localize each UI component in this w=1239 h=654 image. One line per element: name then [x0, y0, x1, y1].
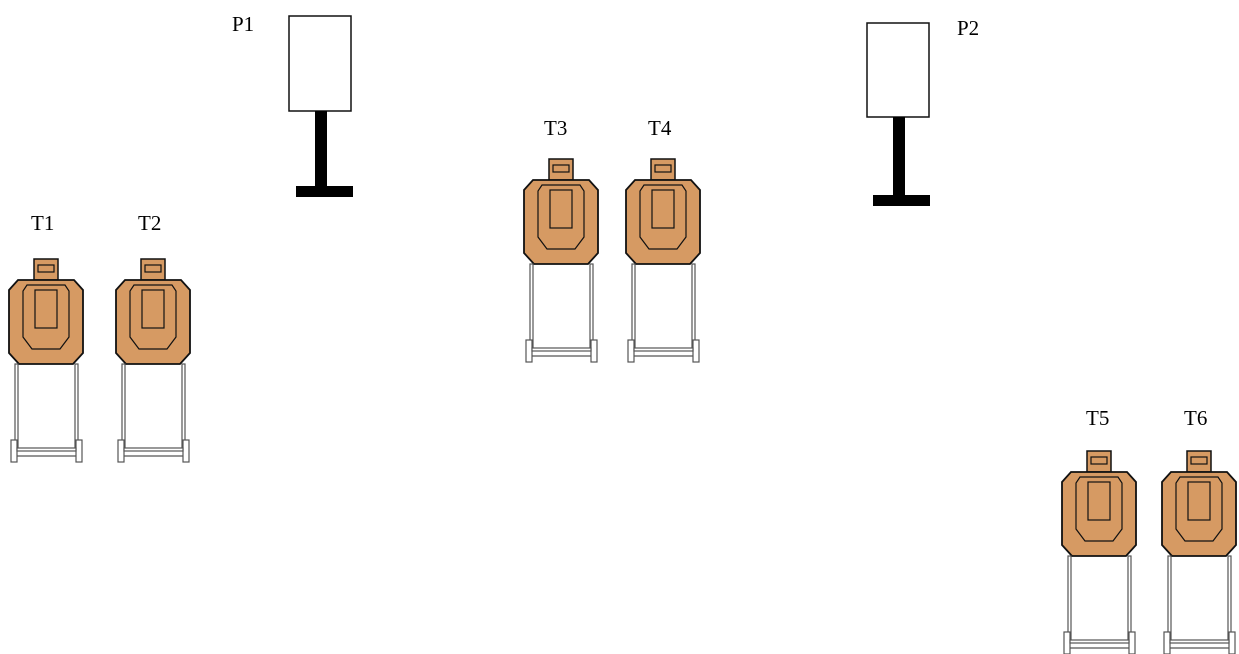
target-t3	[523, 158, 599, 363]
label-p2: P2	[957, 16, 980, 40]
popper-post	[315, 111, 327, 187]
target-t5	[1061, 450, 1137, 654]
target-t6	[1161, 450, 1237, 654]
target-t1	[8, 258, 84, 463]
popper-base	[873, 195, 930, 206]
popper-plate	[288, 15, 352, 112]
label-t1: T1	[31, 211, 55, 235]
label-p1: P1	[232, 12, 255, 36]
label-t3: T3	[544, 116, 568, 140]
label-t6: T6	[1184, 406, 1208, 430]
popper-post	[893, 117, 905, 196]
target-t4	[625, 158, 701, 363]
label-t5: T5	[1086, 406, 1110, 430]
target-t2	[115, 258, 191, 463]
popper-p1	[288, 15, 353, 197]
popper-plate	[866, 22, 930, 118]
label-t2: T2	[138, 211, 162, 235]
popper-p2	[866, 22, 930, 206]
popper-base	[296, 186, 353, 197]
label-t4: T4	[648, 116, 672, 140]
